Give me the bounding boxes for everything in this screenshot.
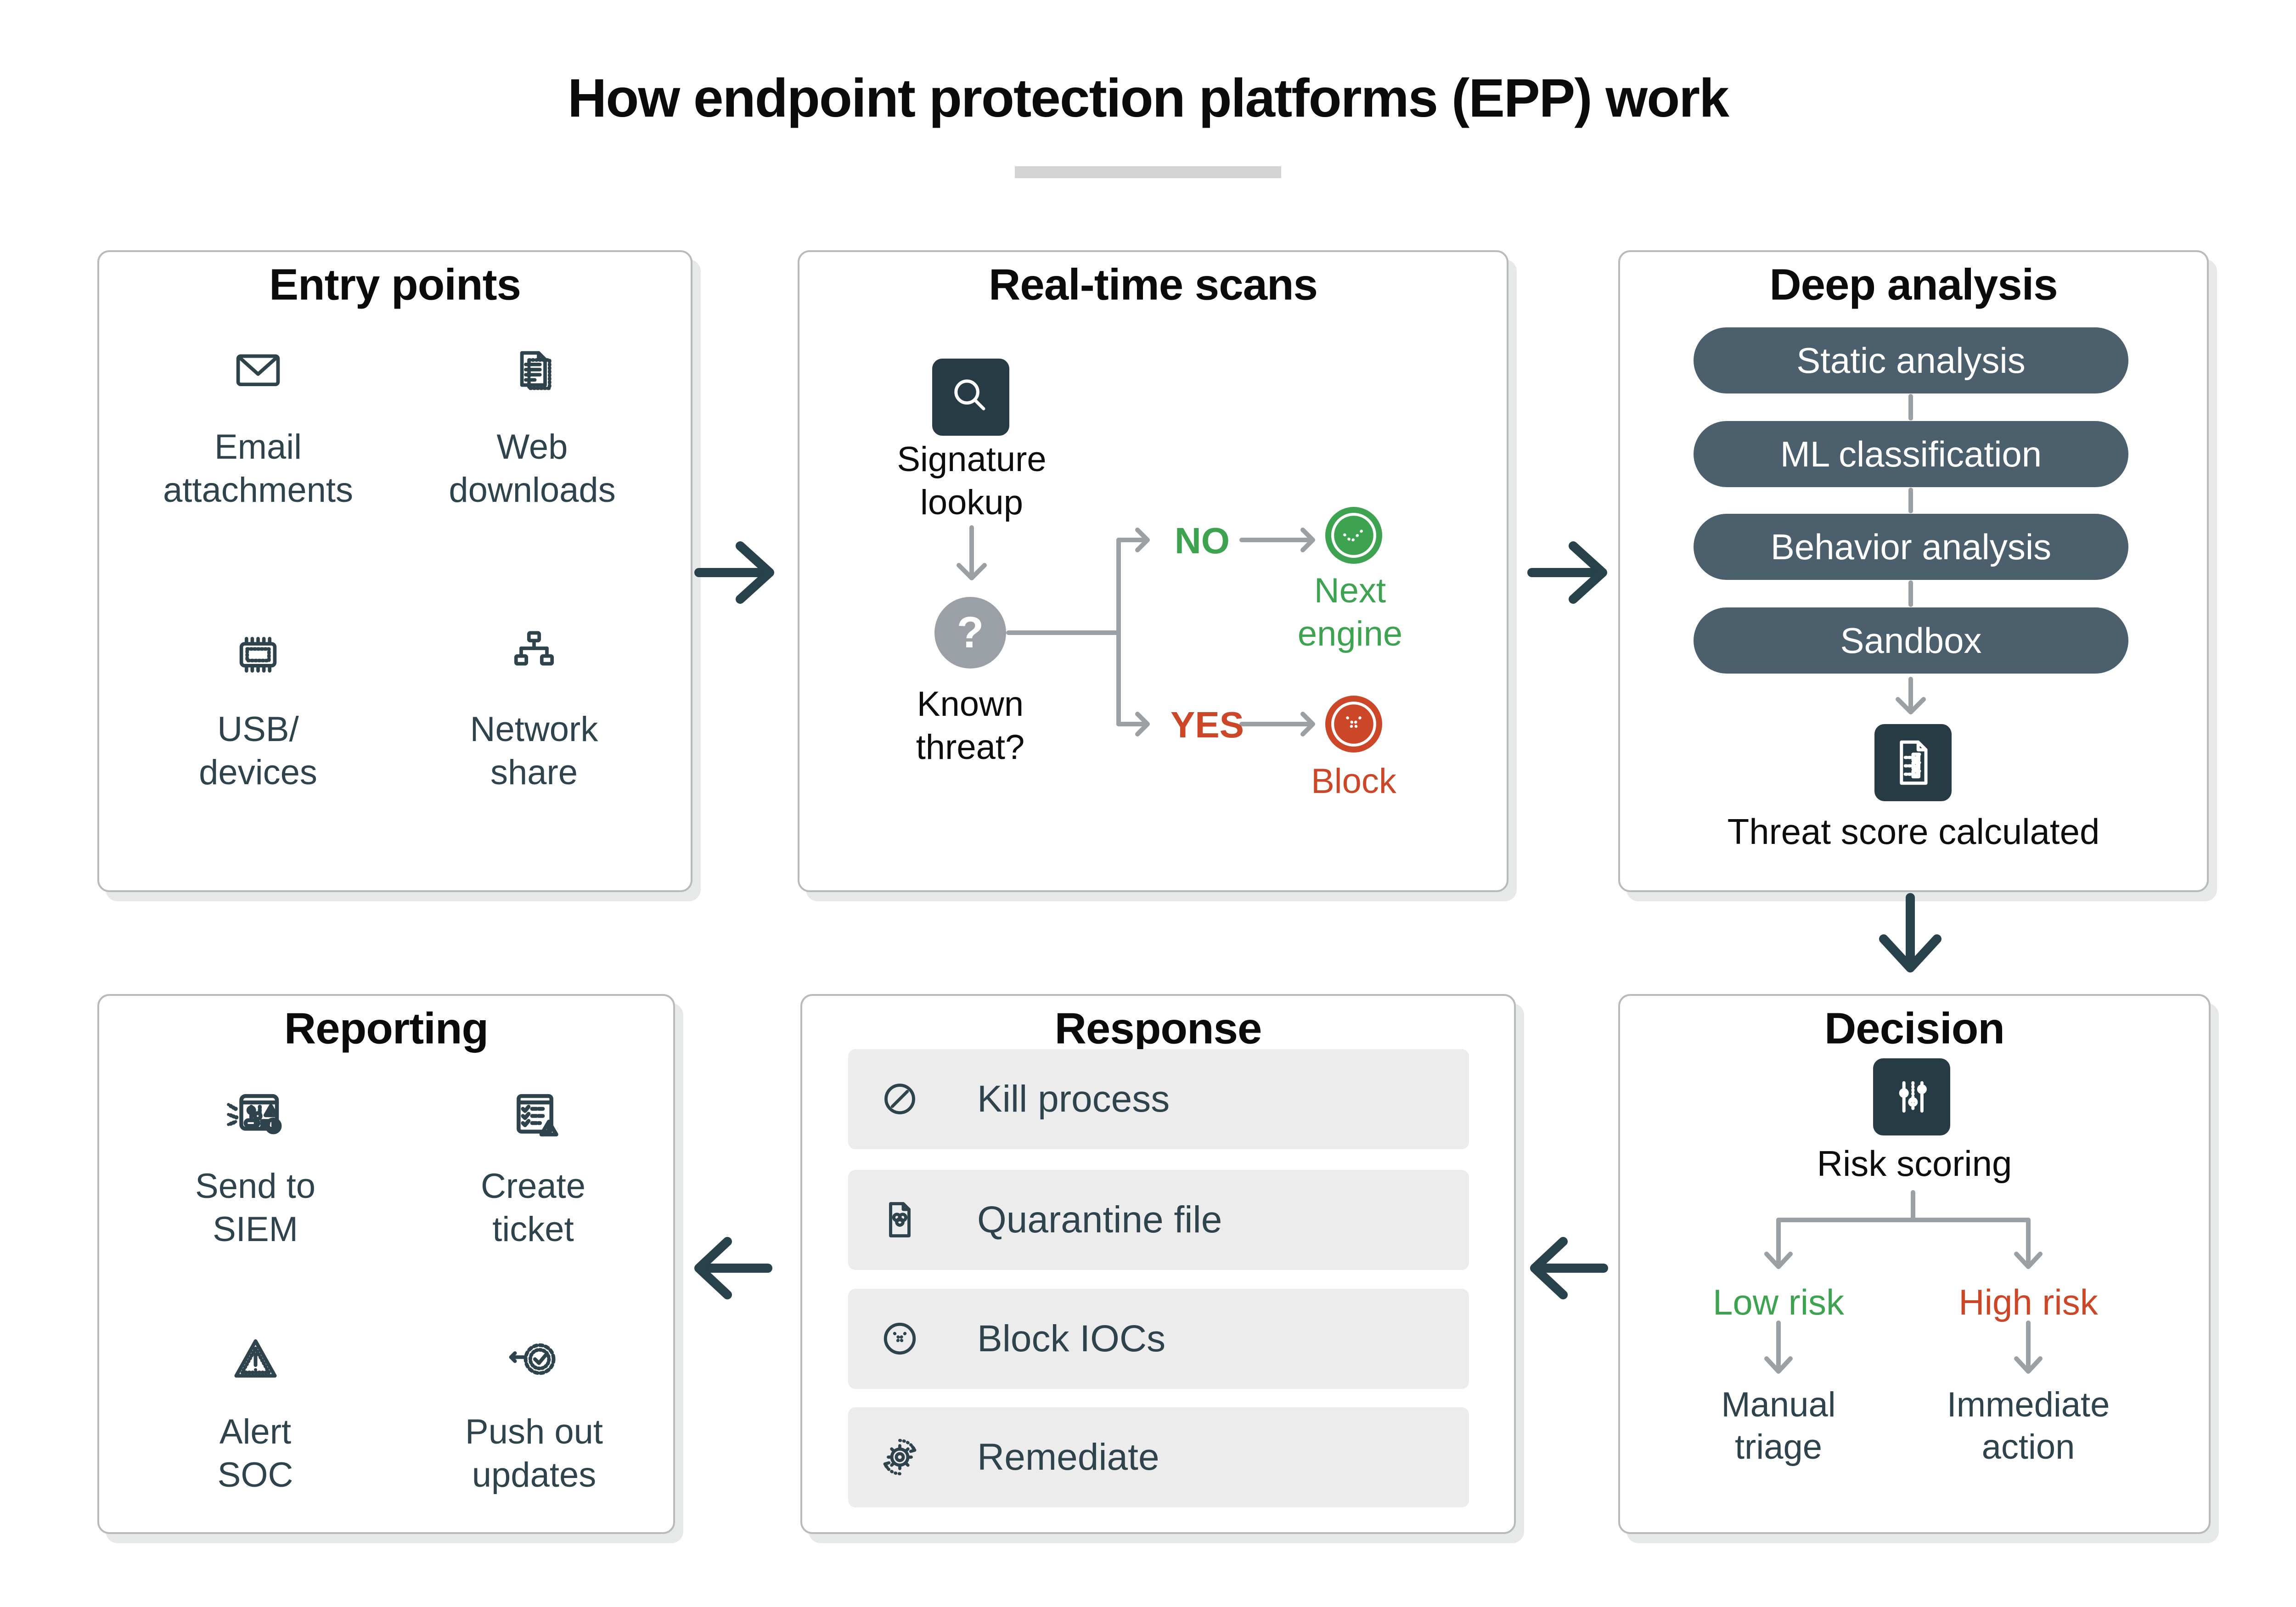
next-engine-label: Next engine [1297, 571, 1403, 653]
low-risk-label: Low risk [1712, 1282, 1845, 1322]
response-row: Quarantine file [848, 1170, 1469, 1270]
pill-label: Behavior analysis [1770, 526, 2052, 567]
no-branch-label: NO [1175, 520, 1230, 561]
reporting-item-label: Push out updates [465, 1412, 603, 1495]
push-updates-icon [509, 1343, 556, 1375]
response-item-label: Quarantine file [977, 1199, 1222, 1241]
arrow-scans-to-analysis [1527, 541, 1607, 604]
block-label: Block [1311, 762, 1396, 801]
web-download-icon [520, 351, 551, 390]
risk-scoring-label: Risk scoring [1817, 1143, 2012, 1184]
response-item-label: Kill process [977, 1078, 1170, 1120]
arrow-response-to-reporting [694, 1237, 772, 1299]
x-circle-icon [1331, 702, 1376, 747]
usb-chip-icon [239, 637, 277, 673]
panel-title-reporting: Reporting [264, 1005, 508, 1052]
panel-title-decision: Decision [1805, 1005, 2024, 1052]
risk-scoring-tile [1873, 1058, 1950, 1135]
panel-response: Response Kill process Quarantine file [800, 994, 1516, 1534]
panel-title-real-time-scans: Real-time scans [969, 261, 1337, 309]
signature-lookup-label: Signature lookup [897, 440, 1047, 522]
arrow-analysis-to-decision [1879, 893, 1941, 972]
threat-score-report-icon [1900, 740, 1928, 785]
threat-score-tile [1874, 724, 1952, 801]
known-threat-label: Known threat? [916, 685, 1025, 767]
remediate-icon [883, 1438, 917, 1476]
block-icon [1325, 696, 1382, 753]
panel-decision: Decision Risk scoring Low risk [1618, 994, 2211, 1534]
immediate-action-label: Immediate action [1947, 1385, 2110, 1467]
title-underline [1015, 166, 1281, 178]
panel-title-entry-points: Entry points [249, 261, 540, 309]
response-row: Remediate [848, 1407, 1469, 1507]
high-risk-label: High risk [1958, 1282, 2098, 1322]
alert-soc-icon [234, 1339, 277, 1378]
panel-real-time-scans: Real-time scans Signature lookup ? Kn [798, 250, 1508, 892]
arrow-entry-to-scans [694, 541, 774, 604]
response-row: Kill process [848, 1049, 1469, 1149]
analysis-stage-pill: Sandbox [1694, 607, 2128, 674]
page-title: How endpoint protection platforms (EPP) … [568, 68, 1729, 129]
panel-deep-analysis: Deep analysis Static analysis ML classif… [1618, 250, 2209, 892]
search-icon [954, 379, 985, 410]
known-threat-icon: ? [934, 597, 1006, 669]
next-engine-icon [1325, 507, 1382, 564]
pill-label: ML classification [1780, 433, 2042, 474]
send-to-siem-icon [227, 1094, 282, 1135]
response-item-label: Block IOCs [977, 1318, 1166, 1360]
analysis-stage-pill: ML classification [1694, 421, 2128, 487]
panel-title-response: Response [1035, 1005, 1281, 1052]
risk-scoring-sliders-icon [1899, 1081, 1927, 1113]
response-row: Block IOCs [848, 1289, 1469, 1389]
email-icon [236, 354, 280, 387]
block-iocs-icon [884, 1322, 916, 1355]
reporting-item-label: Send to SIEM [195, 1167, 315, 1249]
check-circle-icon [1331, 513, 1376, 558]
entry-item-label: USB/ devices [199, 710, 317, 792]
manual-triage-label: Manual triage [1721, 1385, 1836, 1467]
pill-label: Static analysis [1796, 340, 2026, 381]
question-mark: ? [957, 608, 984, 657]
reporting-item-label: Alert SOC [217, 1412, 293, 1495]
kill-process-icon [884, 1084, 915, 1114]
analysis-stage-pill: Behavior analysis [1694, 514, 2128, 580]
network-share-icon [514, 631, 554, 666]
quarantine-file-icon [889, 1202, 911, 1237]
entry-item-label: Web downloads [449, 427, 616, 510]
create-ticket-icon [517, 1094, 558, 1137]
analysis-stage-pill: Static analysis [1694, 327, 2128, 393]
entry-item-label: Email attachments [163, 427, 353, 510]
yes-branch-label: YES [1170, 704, 1244, 745]
threat-score-label: Threat score calculated [1727, 811, 2100, 852]
entry-item-label: Network share [470, 710, 598, 792]
arrow-decision-to-response [1530, 1237, 1608, 1299]
panel-entry-points: Entry points Email attachments Web downl… [97, 250, 692, 892]
panel-reporting: Reporting Send to SIEM [97, 994, 675, 1534]
pill-label: Sandbox [1840, 620, 1982, 661]
reporting-item-label: Create ticket [480, 1167, 586, 1249]
signature-lookup-tile [932, 359, 1009, 436]
panel-title-deep-analysis: Deep analysis [1750, 261, 2077, 309]
response-item-label: Remediate [977, 1436, 1159, 1478]
